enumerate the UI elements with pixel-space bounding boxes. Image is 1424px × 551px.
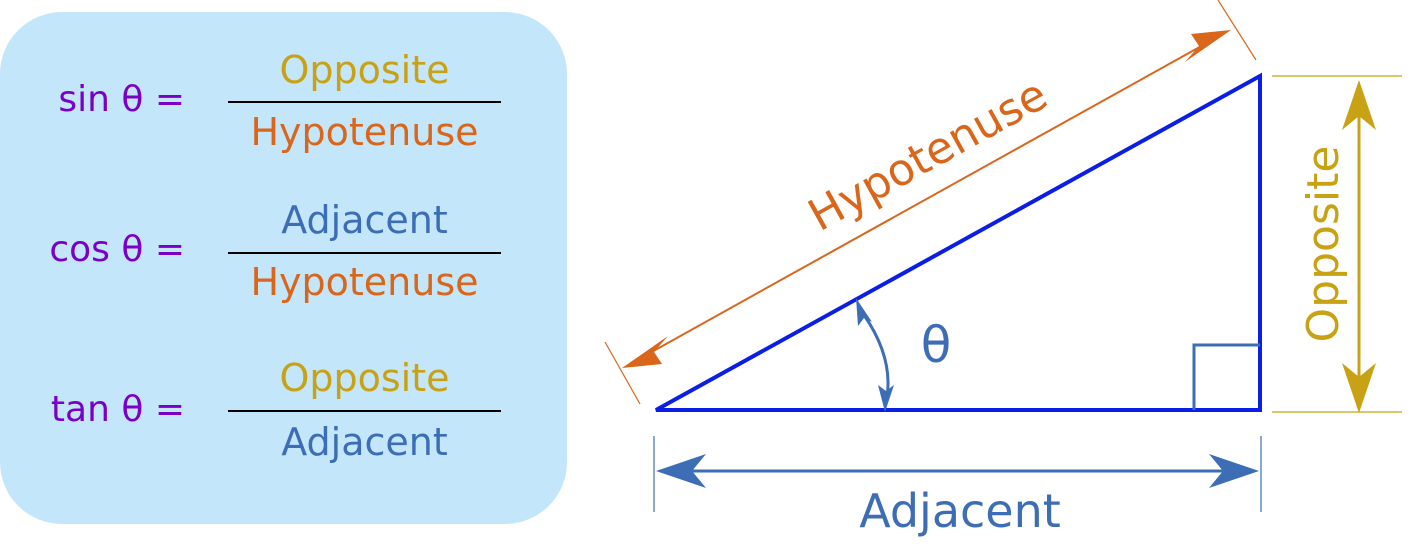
tan-formula: tan θ = Opposite Adjacent xyxy=(0,348,567,488)
angle-arc xyxy=(862,314,890,403)
tan-numerator: Opposite xyxy=(279,356,450,400)
right-angle-marker xyxy=(1192,343,1260,410)
sin-formula: sin θ = Opposite Hypotenuse xyxy=(0,42,567,182)
angle-theta: θ xyxy=(856,298,951,412)
sin-fraction-bar xyxy=(228,101,501,103)
cos-denominator: Hypotenuse xyxy=(250,260,479,304)
opposite-arrowhead-bottom xyxy=(1342,363,1376,413)
sin-numerator: Opposite xyxy=(279,48,450,92)
opposite-dimension: Opposite xyxy=(1272,75,1402,413)
formula-panel: sin θ = Opposite Hypotenuse cos θ = Adja… xyxy=(0,12,567,524)
opposite-label: Opposite xyxy=(1298,146,1349,343)
cos-numerator: Adjacent xyxy=(281,198,448,242)
hypotenuse-arrowhead-start xyxy=(622,336,668,368)
hypotenuse-arrowhead-end xyxy=(1185,30,1231,62)
adjacent-arrowhead-right xyxy=(1209,454,1259,488)
right-triangle xyxy=(655,72,1262,412)
cos-fraction-bar xyxy=(228,252,501,254)
adjacent-label: Adjacent xyxy=(859,484,1061,538)
tan-fraction-bar xyxy=(228,410,501,412)
cos-formula: cos θ = Adjacent Hypotenuse xyxy=(0,192,567,332)
tan-denominator: Adjacent xyxy=(281,420,448,464)
hypotenuse-extension-line-start xyxy=(604,341,641,405)
triangle-outline xyxy=(655,72,1262,412)
hypotenuse-extension-line-end xyxy=(1217,0,1257,61)
tan-label: tan θ = xyxy=(50,389,185,430)
adjacent-dimension: Adjacent xyxy=(653,436,1262,538)
opposite-arrowhead-top xyxy=(1342,80,1376,130)
angle-label: θ xyxy=(921,316,952,374)
adjacent-arrowhead-left xyxy=(656,454,706,488)
hypotenuse-label: Hypotenuse xyxy=(800,69,1056,242)
cos-label: cos θ = xyxy=(49,229,185,270)
sin-label: sin θ = xyxy=(58,79,185,120)
sin-denominator: Hypotenuse xyxy=(250,110,479,154)
angle-arrowhead-bottom xyxy=(878,385,894,412)
hypotenuse-dimension-line xyxy=(629,33,1224,365)
angle-arrowhead-top xyxy=(856,298,872,326)
